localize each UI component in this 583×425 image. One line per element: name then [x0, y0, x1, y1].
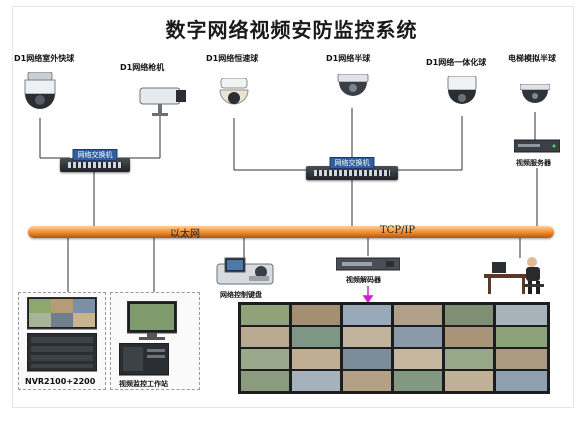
switch-right-label: 网络交换机 — [329, 157, 375, 169]
bus-label-ethernet: 以太网 — [170, 229, 200, 240]
video-decoder-icon — [336, 257, 400, 271]
half-dome-camera-icon — [337, 74, 369, 96]
nvr-recorder-icon — [27, 333, 97, 372]
ethernet-bus: 以太网 TCP/IP — [28, 225, 554, 240]
camera-label-half-dome: D1网络半球 — [326, 54, 371, 63]
keyboard-label: 网络控制键盘 — [220, 291, 262, 299]
operator-desk-icon — [484, 257, 544, 294]
network-switch-left: 网络交换机 — [60, 149, 130, 172]
video-server-label: 视频服务器 — [516, 159, 551, 167]
integrated-dome-camera-icon — [447, 76, 477, 104]
switch-ports-left — [68, 162, 122, 168]
workstation-group: 视频监控工作站 — [110, 292, 200, 390]
diagram-title: 数字网络视频安防监控系统 — [165, 18, 418, 42]
decoder-label: 视频解码器 — [346, 276, 381, 284]
workstation-computer-icon — [119, 343, 169, 376]
workstation-label: 视频监控工作站 — [119, 380, 168, 388]
nvr-label: NVR2100+2200 — [25, 377, 96, 386]
video-server-icon — [514, 139, 560, 153]
constant-speed-dome-camera-icon — [219, 78, 249, 105]
switch-ports-right — [314, 170, 390, 176]
nvr-monitor-icon — [27, 297, 97, 330]
camera-label-bullet: D1网络枪机 — [120, 63, 165, 72]
outdoor-speed-dome-camera-icon — [24, 72, 56, 109]
control-keyboard-icon — [216, 257, 274, 285]
elevator-analog-dome-camera-icon — [520, 84, 550, 103]
camera-label-outdoor-speed-dome: D1网络室外快球 — [14, 54, 75, 63]
camera-label-elevator-analog-dome: 电梯模拟半球 — [508, 54, 556, 63]
bus-label-tcpip: TCP/IP — [380, 225, 416, 236]
camera-label-integrated-dome: D1网络一体化球 — [426, 58, 487, 67]
camera-label-constant-speed-dome: D1网络恒速球 — [206, 54, 259, 63]
video-wall — [238, 302, 550, 394]
nvr-group: NVR2100+2200 — [18, 292, 106, 390]
switch-left-label: 网络交换机 — [72, 149, 118, 161]
bullet-camera-icon — [139, 87, 186, 116]
network-switch-right: 网络交换机 — [306, 157, 398, 180]
workstation-monitor-icon — [127, 301, 177, 340]
